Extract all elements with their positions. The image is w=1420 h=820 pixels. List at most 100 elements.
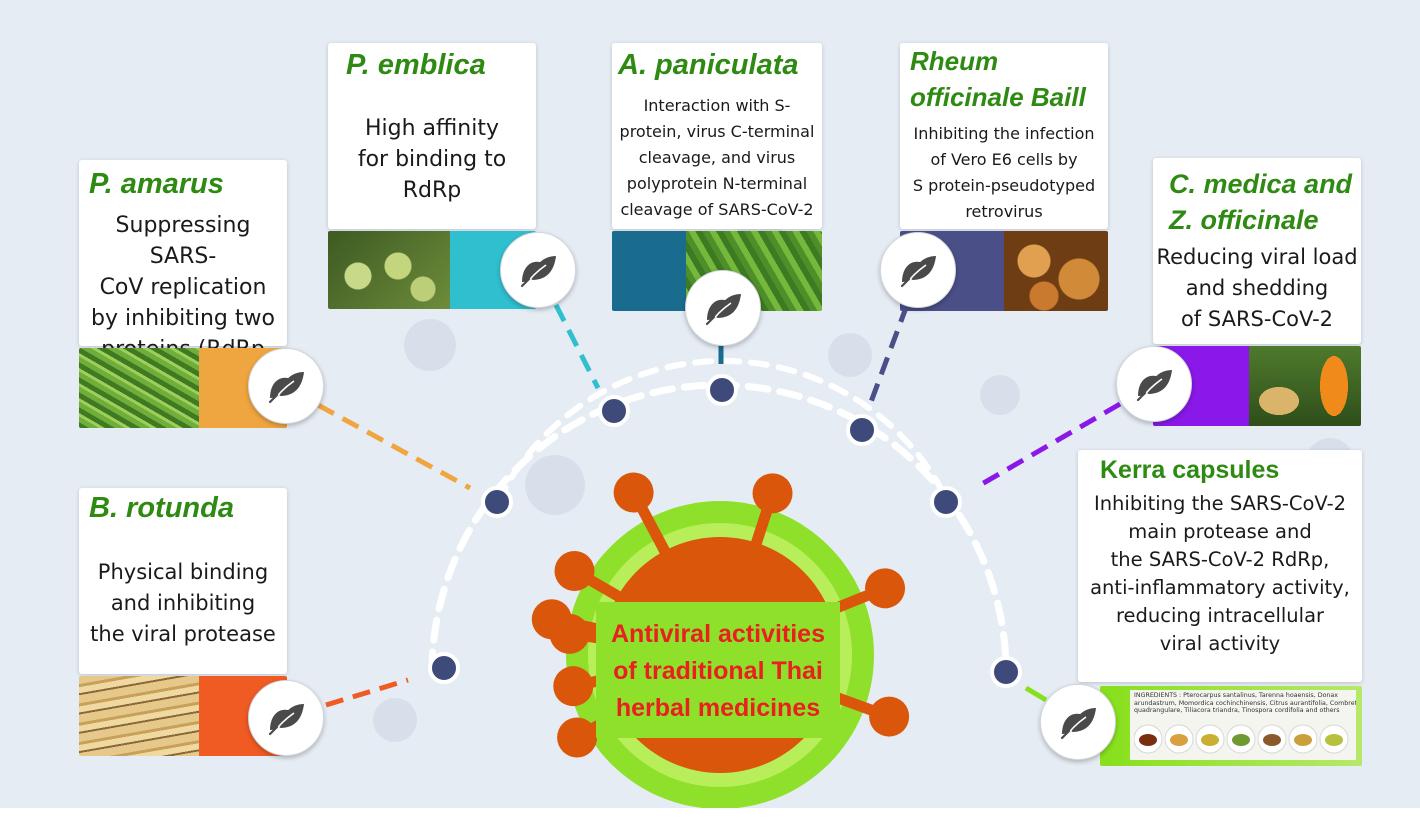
connector-rheum [865, 304, 910, 411]
ingredients-line: quadrangulare, Tiliacora triandra, Tinos… [1134, 707, 1340, 714]
leaf-icon [896, 248, 940, 292]
desc-line: main protease and [1128, 520, 1312, 543]
herb-name-rheum: Rheum officinale Baill [910, 43, 1086, 115]
connector-b-rotunda [325, 677, 409, 708]
herb-name-line: Rheum [910, 46, 999, 76]
desc-line: Suppressing SARS- [115, 213, 251, 269]
herb-desc-p-emblica: High affinity for binding to RdRp [328, 113, 536, 206]
desc-line: CoV replication [99, 275, 267, 300]
herb-desc-p-amarus: Suppressing SARS- CoV replication by inh… [79, 210, 287, 365]
card-b-rotunda: B. rotunda Physical binding and inhibiti… [79, 488, 287, 674]
card-a-paniculata: A. paniculata Interaction with S- protei… [612, 43, 822, 229]
desc-line: cleavage of SARS-CoV-2 [620, 200, 814, 219]
virus-spike-knob [613, 472, 654, 513]
photo-c-medica [1249, 346, 1361, 426]
virus-spike-knob [549, 613, 590, 654]
desc-line: and shedding [1185, 276, 1329, 300]
herb-name-kerra: Kerra capsules [1100, 456, 1280, 484]
badge-p-amarus [248, 348, 324, 424]
desc-line: retrovirus [965, 202, 1043, 221]
virus-spike-knob [557, 717, 598, 758]
herb-desc-rheum: Inhibiting the infection of Vero E6 cell… [900, 121, 1108, 225]
ingredient-picture [1263, 734, 1281, 746]
desc-line: by inhibiting two [91, 306, 275, 331]
photo-p-emblica [328, 231, 450, 309]
virus-spike-knob [554, 551, 595, 591]
desc-line: Physical binding [97, 560, 269, 584]
badge-p-emblica [500, 232, 576, 308]
photo-p-amarus [79, 348, 199, 428]
ingredients-line: INGREDIENTS : Pterocarpus santalinus, Ta… [1134, 692, 1338, 699]
herb-desc-a-paniculata: Interaction with S- protein, virus C-ter… [612, 93, 822, 223]
desc-line: of Vero E6 cells by [930, 150, 1078, 169]
virus-spike-knob [869, 696, 910, 737]
kerra-ingredients-text: INGREDIENTS : Pterocarpus santalinus, Ta… [1134, 692, 1356, 715]
strip-kerra: INGREDIENTS : Pterocarpus santalinus, Ta… [1100, 686, 1362, 766]
badge-rheum [880, 232, 956, 308]
badge-c-medica [1116, 346, 1192, 422]
photo-b-rotunda [79, 676, 199, 756]
leaf-icon [264, 696, 308, 740]
herb-name-line: officinale Baill [910, 82, 1086, 112]
card-c-medica: C. medica and Z. officinale Reducing vir… [1153, 158, 1361, 344]
kerra-ingredients-label: INGREDIENTS : Pterocarpus santalinus, Ta… [1130, 690, 1356, 760]
center-title: Antiviral activities of traditional Thai… [596, 602, 840, 738]
leaf-icon [1132, 362, 1176, 406]
desc-line: reducing intracellular [1115, 604, 1325, 627]
ingredient-picture [1170, 734, 1188, 746]
herb-desc-kerra: Inhibiting the SARS-CoV-2 main protease … [1078, 490, 1362, 658]
card-p-emblica: P. emblica High affinity for binding to … [328, 43, 536, 229]
ingredient-picture [1201, 734, 1219, 746]
desc-line: High affinity [364, 116, 499, 141]
color-swatch-a-paniculata [612, 231, 686, 311]
leaf-icon [1056, 700, 1100, 744]
leaf-icon [516, 248, 560, 292]
herb-desc-c-medica: Reducing viral load and shedding of SARS… [1153, 242, 1361, 335]
herb-name-line: Z. officinale [1169, 205, 1319, 235]
desc-line: for binding to RdRp [357, 147, 507, 203]
badge-b-rotunda [248, 680, 324, 756]
card-p-amarus: P. amarus Suppressing SARS- CoV replicat… [79, 160, 287, 362]
desc-line: Interaction with S- [643, 96, 791, 115]
desc-line: cleavage, and virus [638, 148, 796, 167]
herb-ingredient-pictures [1134, 724, 1349, 754]
desc-line: and inhibiting [110, 591, 256, 615]
leaf-icon [701, 286, 745, 330]
connector-kerra [1024, 685, 1048, 703]
ingredient-picture [1294, 734, 1312, 746]
ingredient-picture [1325, 734, 1343, 746]
herb-desc-b-rotunda: Physical binding and inhibiting the vira… [79, 557, 287, 650]
desc-line: Reducing viral load [1156, 245, 1358, 269]
badge-kerra [1040, 684, 1116, 760]
badge-a-paniculata [685, 270, 761, 346]
ingredient-picture [1232, 734, 1250, 746]
virus-spike-knob [553, 666, 594, 707]
connector-p-amarus [316, 402, 472, 491]
card-kerra: Kerra capsules Inhibiting the SARS-CoV-2… [1078, 450, 1362, 682]
desc-line: polyprotein N-terminal [626, 174, 808, 193]
desc-line: the SARS-CoV-2 RdRp, [1110, 548, 1330, 571]
herb-name-a-paniculata: A. paniculata [618, 49, 799, 81]
herb-name-c-medica: C. medica and Z. officinale [1169, 166, 1352, 238]
desc-line: S protein-pseudotyped [912, 176, 1096, 195]
virus-spike-knob [752, 473, 793, 514]
connector-p-emblica [553, 303, 601, 390]
leaf-icon [264, 364, 308, 408]
junction-dots [428, 374, 1022, 688]
herb-name-p-emblica: P. emblica [346, 49, 486, 81]
desc-line: protein, virus C-terminal [619, 122, 815, 141]
desc-line: viral activity [1159, 632, 1281, 655]
virus-spike-knob [865, 568, 906, 609]
desc-line: the viral protease [90, 622, 276, 646]
herb-name-p-amarus: P. amarus [89, 168, 224, 200]
card-rheum: Rheum officinale Baill Inhibiting the in… [900, 43, 1108, 229]
herb-name-b-rotunda: B. rotunda [89, 492, 234, 524]
strip-p-emblica [328, 231, 536, 309]
desc-line: anti-inflammatory activity, [1090, 576, 1350, 599]
ingredient-picture [1139, 734, 1157, 746]
ingredients-line: arundastrum, Momordica cochinchinensis, … [1134, 699, 1356, 707]
herb-name-line: C. medica and [1169, 169, 1353, 199]
photo-rheum [1004, 231, 1108, 311]
desc-line: Inhibiting the infection [913, 124, 1095, 143]
